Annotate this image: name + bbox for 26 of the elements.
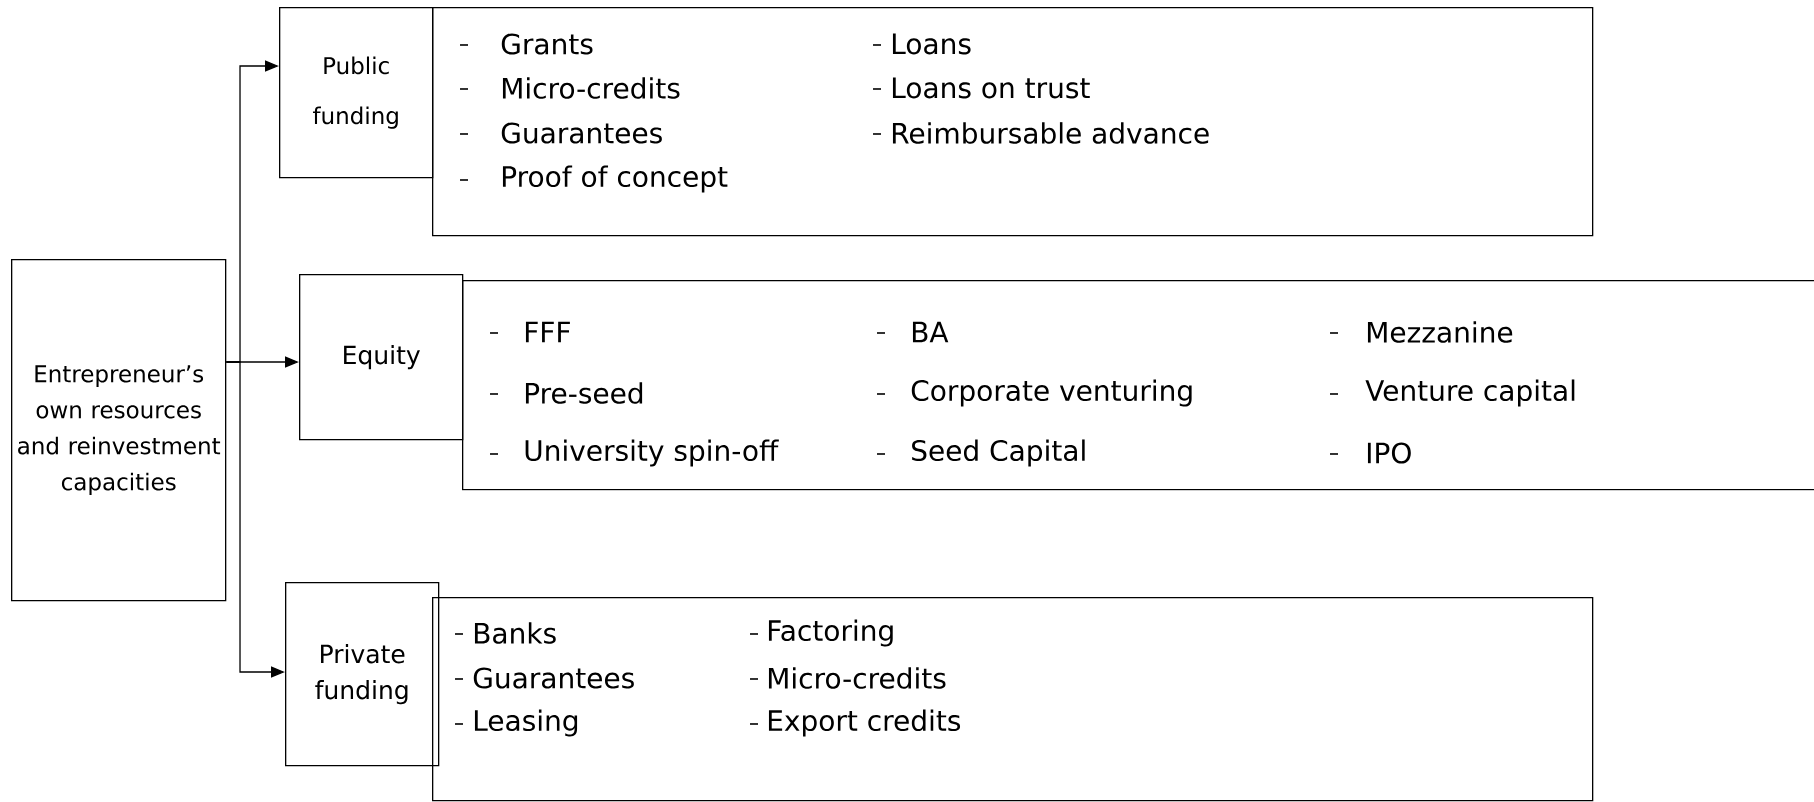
list-item: Factoring (749, 619, 893, 647)
list-item: IPO (1329, 442, 1411, 464)
list-item: Guarantees (459, 122, 662, 144)
list-item: Mezzanine (1329, 321, 1513, 343)
list-item: BA (876, 321, 949, 343)
list-item: FFF (489, 321, 570, 343)
list-item: Venture capital (1329, 379, 1575, 407)
list-item: Proof of concept (459, 165, 728, 193)
list-item: Loans on trust (872, 77, 1090, 99)
list-item: Grants (459, 33, 593, 55)
list-item: Banks (454, 622, 556, 644)
list-item: Micro-credits (749, 667, 946, 689)
list-item: Pre-seed (489, 382, 643, 404)
list-item: Seed Capital (876, 439, 1085, 467)
category-box: Equity (299, 274, 464, 441)
list-item: Loans (872, 33, 971, 55)
source-box: Entrepreneur’s own resources and reinvestment capacities (11, 259, 227, 602)
category-box: Public funding (279, 7, 434, 179)
list-item: Guarantees (454, 667, 634, 689)
list-item: Export credits (749, 709, 961, 737)
list-item: Micro-credits (459, 77, 680, 99)
list-item: University spin-off (489, 439, 779, 467)
category-box: Private funding (285, 582, 440, 767)
list-item: Corporate venturing (876, 379, 1192, 407)
list-item: Reimbursable advance (872, 122, 1209, 144)
list-item: Leasing (454, 709, 578, 737)
